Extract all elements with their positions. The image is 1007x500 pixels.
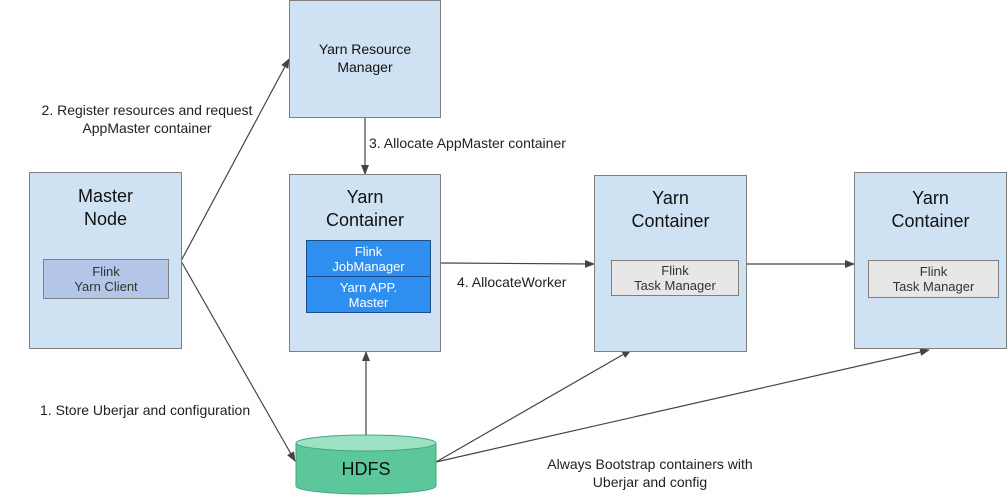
register-label: 2. Register resources and request AppMas… [41, 102, 253, 136]
hdfs-cylinder [295, 434, 437, 495]
flink-jobmanager: Flink JobManager [306, 240, 431, 277]
yarn-app-master: Yarn APP. Master [306, 276, 431, 313]
master-node-box: Master Node Flink Yarn Client [29, 172, 182, 349]
allocate-am-label: 3. Allocate AppMaster container [369, 135, 566, 151]
arrow-register [180, 58, 290, 262]
arrow-allocate-worker [440, 259, 595, 268]
arrow-bootstrap-tm1 [435, 349, 632, 463]
flink-taskmanager-2: Flink Task Manager [868, 260, 999, 298]
taskmanager-container-1-title: Yarn Container [631, 188, 710, 231]
flink-yarn-client: Flink Yarn Client [43, 259, 169, 299]
resource-manager-title: Yarn Resource Manager [318, 41, 412, 75]
hdfs-label: HDFS [341, 459, 391, 479]
arrow-store [180, 260, 296, 462]
jobmanager-container-box: Yarn Container Flink JobManager Yarn APP… [289, 174, 441, 352]
resource-manager-box: Yarn Resource Manager [289, 0, 441, 118]
store-label: 1. Store Uberjar and configuration [40, 402, 251, 418]
taskmanager-container-2-title: Yarn Container [891, 188, 970, 231]
master-node-title: Master Node [77, 186, 133, 229]
jobmanager-container-title: Yarn Container [325, 187, 405, 230]
flink-taskmanager-1: Flink Task Manager [611, 260, 739, 296]
bootstrap-label: Always Bootstrap containers with Uberjar… [547, 456, 753, 490]
taskmanager-container-2-box: Yarn Container Flink Task Manager [854, 172, 1007, 349]
arrow-bootstrap-tm2 [435, 348, 930, 463]
allocate-worker-label: 4. AllocateWorker [457, 274, 567, 290]
taskmanager-container-1-box: Yarn Container Flink Task Manager [594, 175, 747, 352]
